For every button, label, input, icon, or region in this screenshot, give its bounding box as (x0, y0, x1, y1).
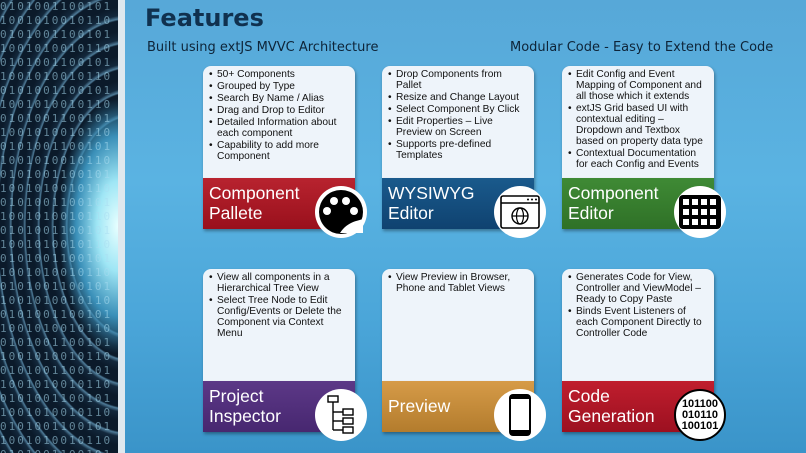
feature-item: Drag and Drop to Editor (209, 105, 349, 116)
feature-item: Edit Config and Event Mapping of Compone… (568, 69, 708, 102)
card-title-line2: Editor (568, 203, 614, 223)
card-title-line2: Pallete (209, 203, 263, 223)
card-title-line2: Generation (568, 406, 655, 426)
card-title-line1: Project (209, 386, 264, 406)
feature-item: Resize and Change Layout (388, 92, 528, 103)
feature-item: Search By Name / Alias (209, 93, 349, 104)
feature-item: Select Tree Node to Edit Config/Events o… (209, 295, 349, 339)
feature-item: Edit Properties – Live Preview on Screen (388, 116, 528, 138)
feature-item: Supports pre-defined Templates (388, 139, 528, 161)
card-title-line1: WYSIWYG (388, 183, 475, 203)
feature-item: Drop Components from Pallet (388, 69, 528, 91)
feature-list: View all components in a Hierarchical Tr… (203, 269, 355, 339)
feature-item: Select Component By Click (388, 104, 528, 115)
feature-card-component-pallete: 50+ Components Grouped by Type Search By… (203, 66, 367, 238)
feature-list: View Preview in Browser, Phone and Table… (382, 269, 534, 294)
grid-icon (674, 186, 726, 238)
panel-divider (118, 0, 125, 453)
card-title-line1: Component (568, 183, 659, 203)
card-title-line1: Preview (388, 396, 451, 416)
feature-card-preview: View Preview in Browser, Phone and Table… (382, 269, 546, 441)
binary-row: 101100 (681, 397, 719, 410)
feature-list: Edit Config and Event Mapping of Compone… (562, 66, 714, 170)
palette-icon (315, 186, 367, 238)
feature-item: Generates Code for View, Controller and … (568, 272, 708, 305)
card-body: Generates Code for View, Controller and … (562, 269, 714, 381)
feature-item: Capability to add more Component (209, 140, 349, 162)
feature-list: 50+ Components Grouped by Type Search By… (203, 66, 355, 162)
browser-globe-icon (494, 186, 546, 238)
card-title-line2: Editor (388, 203, 434, 223)
feature-list: Generates Code for View, Controller and … (562, 269, 714, 339)
feature-item: Binds Event Listeners of each Component … (568, 306, 708, 339)
card-title-line1: Component (209, 183, 300, 203)
binary-code-icon: 101100 010110 100101 (674, 389, 726, 441)
binary-tunnel-image: 0101001100101100101001011001010011001011… (0, 0, 118, 453)
smartphone-icon (494, 389, 546, 441)
feature-card-wysiwyg-editor: Drop Components from Pallet Resize and C… (382, 66, 546, 238)
subtitle-architecture: Built using extJS MVVC Architecture (147, 40, 379, 55)
feature-item: 50+ Components (209, 69, 349, 80)
card-body: Edit Config and Event Mapping of Compone… (562, 66, 714, 178)
card-body: View all components in a Hierarchical Tr… (203, 269, 355, 381)
subtitle-modular: Modular Code - Easy to Extend the Code (510, 40, 774, 55)
card-title-line1: Code (568, 386, 610, 406)
feature-item: View all components in a Hierarchical Tr… (209, 272, 349, 294)
feature-item: Detailed Information about each componen… (209, 117, 349, 139)
features-slide: Features Built using extJS MVVC Architec… (125, 0, 806, 453)
tree-hierarchy-icon (315, 389, 367, 441)
feature-card-code-generation: Generates Code for View, Controller and … (562, 269, 726, 441)
feature-card-project-inspector: View all components in a Hierarchical Tr… (203, 269, 367, 441)
feature-item: Contextual Documentation for each Config… (568, 148, 708, 170)
binary-pattern: 0101001100101100101001011001010011001011… (0, 0, 113, 453)
feature-list: Drop Components from Pallet Resize and C… (382, 66, 534, 161)
feature-item: View Preview in Browser, Phone and Table… (388, 272, 528, 294)
card-body: View Preview in Browser, Phone and Table… (382, 269, 534, 381)
feature-item: Grouped by Type (209, 81, 349, 92)
card-body: 50+ Components Grouped by Type Search By… (203, 66, 355, 178)
card-title-line2: Inspector (209, 406, 281, 426)
page-title: Features (145, 4, 264, 32)
feature-item: extJS Grid based UI with contextual edit… (568, 103, 708, 147)
feature-card-component-editor: Edit Config and Event Mapping of Compone… (562, 66, 726, 238)
card-title-band: WYSIWYG Editor (382, 178, 534, 229)
card-body: Drop Components from Pallet Resize and C… (382, 66, 534, 178)
binary-row: 100101 (681, 419, 719, 432)
binary-row: 010110 (681, 408, 719, 421)
